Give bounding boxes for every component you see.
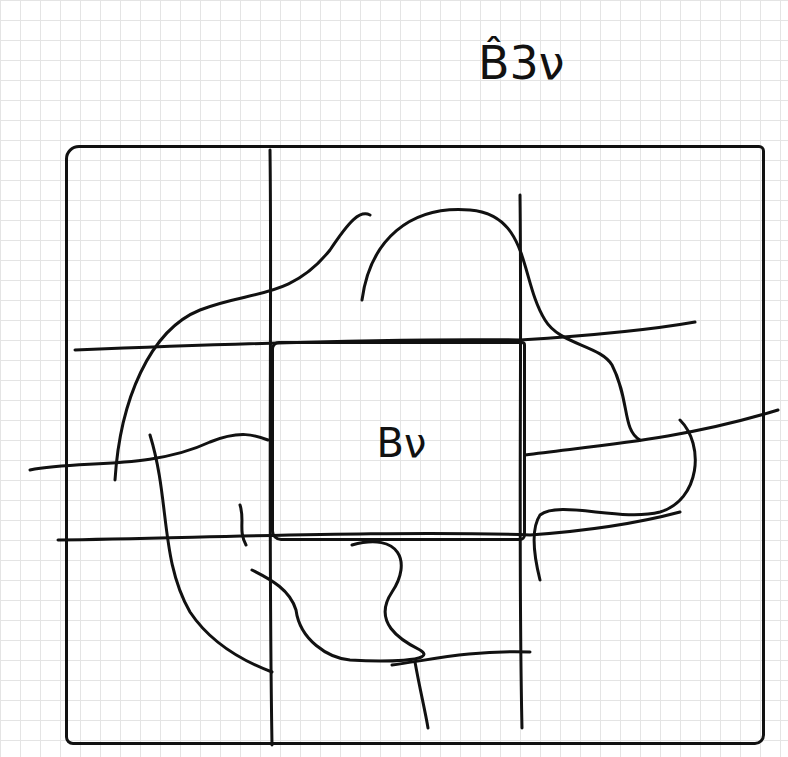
wavy-curve [150,435,272,672]
wavy-curve [240,505,246,545]
grid-line [58,512,680,540]
wavy-curve [525,410,778,455]
grid-line [520,195,522,728]
grid-line [75,322,695,350]
outer-box: B̂3νBν [65,145,765,745]
wavy-curve [252,542,424,661]
wavy-curve [362,210,640,440]
box-label: Bν [377,419,427,467]
wavy-curve [415,662,428,728]
inner-box: Bν [271,341,526,541]
wavy-curve [392,652,530,665]
wavy-curve [115,214,370,480]
box-label: B̂3ν [478,36,565,91]
